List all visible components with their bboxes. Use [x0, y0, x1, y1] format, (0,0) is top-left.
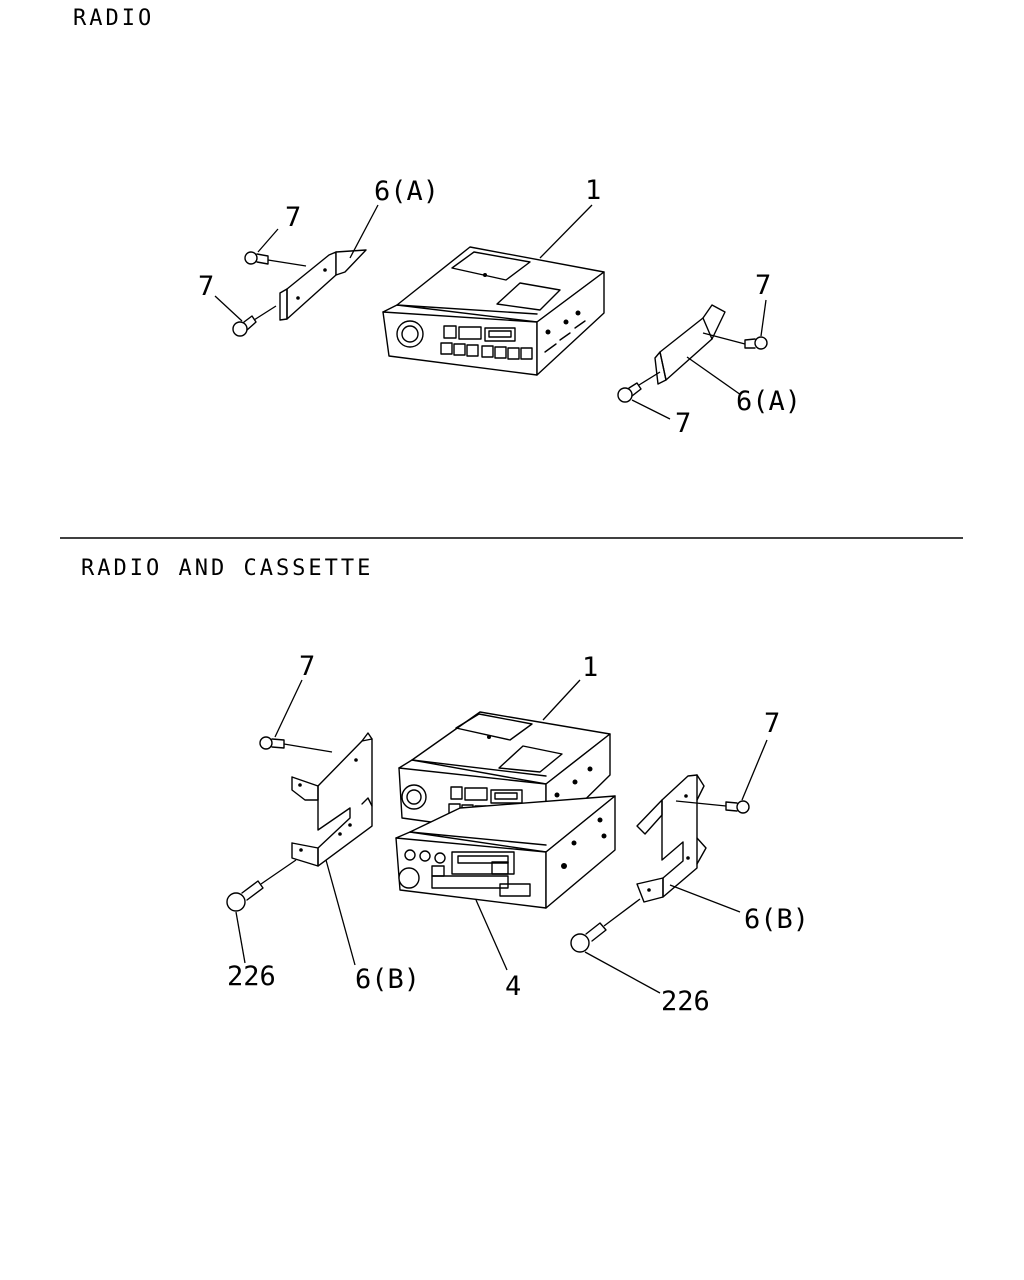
screw-7-left-cassette [259, 736, 333, 753]
bracket-6b-left [291, 732, 373, 867]
callout-bracket-left: 6(A) [374, 176, 440, 207]
bolt-226-right [570, 898, 641, 953]
callout-screw-mid-left: 7 [198, 271, 215, 302]
callout-bolt-right: 226 [661, 986, 710, 1017]
callout-bracket-left-b: 6(B) [355, 964, 421, 995]
callout-bracket-right: 6(A) [736, 386, 802, 417]
callout-screw-bottom-right: 7 [675, 408, 692, 439]
bracket-6b-right [636, 774, 707, 903]
bolt-226-left [226, 859, 297, 912]
callout-screw-right: 7 [764, 708, 781, 739]
screw-7-mid-left [232, 305, 277, 337]
callout-cassette-unit: 4 [505, 971, 522, 1002]
screw-7-top-left [244, 251, 307, 267]
cassette-unit [395, 795, 616, 909]
callout-bracket-right-b: 6(B) [744, 904, 810, 935]
callout-screw-left: 7 [299, 651, 316, 682]
bracket-6a-left [279, 249, 367, 321]
section-title-radio-cassette: RADIO AND CASSETTE [81, 556, 374, 581]
callout-screw-top-left: 7 [285, 202, 302, 233]
callout-bolt-left: 226 [227, 961, 276, 992]
screw-7-right-cassette [675, 800, 750, 814]
screw-7-top-right [702, 332, 768, 350]
screw-7-bottom-right [617, 371, 661, 403]
callout-radio-unit: 1 [585, 175, 602, 206]
callout-radio-unit-stacked: 1 [582, 652, 599, 683]
section-title-radio: RADIO [73, 6, 155, 31]
bracket-6a-right [654, 304, 726, 385]
radio-unit [382, 246, 605, 376]
callout-screw-top-right: 7 [755, 270, 772, 301]
